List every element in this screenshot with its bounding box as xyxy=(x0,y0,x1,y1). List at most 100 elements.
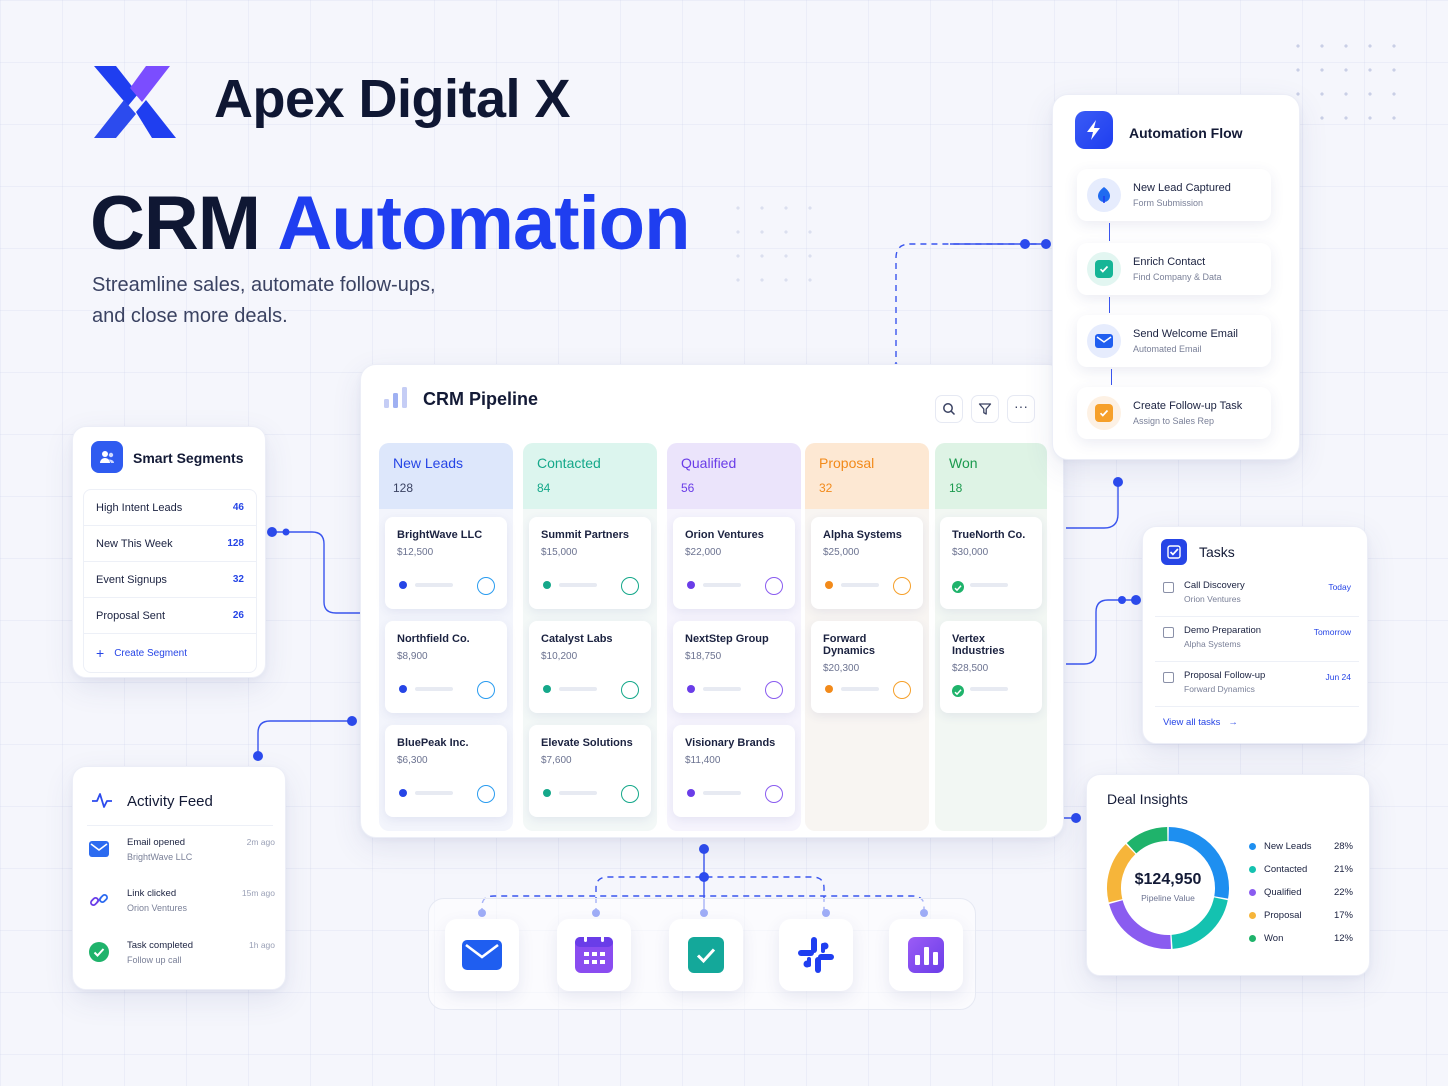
deal-card[interactable]: BluePeak Inc. $6,300 xyxy=(385,725,507,817)
filter-button[interactable] xyxy=(971,395,999,423)
legend-pct: 28% xyxy=(1333,841,1353,852)
deal-card[interactable]: Northfield Co. $8,900 xyxy=(385,621,507,713)
task-name: Proposal Follow-up xyxy=(1184,670,1266,681)
segment-item[interactable]: High Intent Leads 46 xyxy=(84,490,256,526)
task-item[interactable]: Demo Preparation Alpha Systems Tomorrow xyxy=(1155,618,1359,662)
activity-item[interactable]: Link clicked Orion Ventures 15m ago xyxy=(89,888,275,938)
flow-step-sub: Find Company & Data xyxy=(1133,272,1222,282)
view-all-tasks-label: View all tasks xyxy=(1163,717,1221,728)
column-name: Contacted xyxy=(537,455,601,471)
deal-card[interactable]: Elevate Solutions $7,600 xyxy=(529,725,651,817)
search-button[interactable] xyxy=(935,395,963,423)
check-circle-icon xyxy=(89,942,109,962)
column-count: 128 xyxy=(393,481,414,495)
deal-card[interactable]: Orion Ventures $22,000 xyxy=(673,517,795,609)
donut-slice-contacted xyxy=(1171,897,1228,949)
segment-count: 46 xyxy=(232,502,244,513)
segment-item[interactable]: Proposal Sent 26 xyxy=(84,598,256,634)
deal-card[interactable]: BrightWave LLC $12,500 xyxy=(385,517,507,609)
create-segment-button[interactable]: + Create Segment xyxy=(84,634,256,672)
deal-card[interactable]: NextStep Group $18,750 xyxy=(673,621,795,713)
task-item[interactable]: Call Discovery Orion Ventures Today xyxy=(1155,573,1359,617)
task-integration[interactable] xyxy=(669,919,743,991)
segment-list: High Intent Leads 46 New This Week 128 E… xyxy=(83,489,257,673)
deal-value: $6,300 xyxy=(397,755,428,766)
deal-card[interactable]: Visionary Brands $11,400 xyxy=(673,725,795,817)
status-ring xyxy=(765,577,783,595)
brand-name: Apex Digital X xyxy=(214,69,571,129)
calendar-integration[interactable] xyxy=(557,919,631,991)
flow-step[interactable]: Enrich Contact Find Company & Data xyxy=(1077,243,1271,295)
activity-sub: Follow up call xyxy=(127,955,182,965)
deal-name: Elevate Solutions xyxy=(541,737,633,749)
deal-card[interactable]: Forward Dynamics $20,300 xyxy=(811,621,923,713)
status-dot xyxy=(825,685,833,693)
legend-pct: 17% xyxy=(1333,910,1353,921)
segment-item[interactable]: Event Signups 32 xyxy=(84,562,256,598)
won-check-icon xyxy=(952,685,964,697)
activity-item[interactable]: Email opened BrightWave LLC 2m ago xyxy=(89,837,275,887)
plus-icon: + xyxy=(96,645,105,661)
column-header: Won 18 xyxy=(935,443,1047,509)
progress-bar xyxy=(559,791,597,795)
deal-value: $7,600 xyxy=(541,755,572,766)
calendar-icon xyxy=(575,934,613,973)
activity-title: Link clicked xyxy=(127,888,177,899)
status-ring xyxy=(765,785,783,803)
column-header: Contacted 84 xyxy=(523,443,657,509)
legend-label: Contacted xyxy=(1264,864,1308,875)
progress-bar xyxy=(703,583,741,587)
activity-time: 1h ago xyxy=(249,940,275,950)
hero-title-accent: Automation xyxy=(277,181,690,266)
deal-card[interactable]: Catalyst Labs $10,200 xyxy=(529,621,651,713)
column-name: Qualified xyxy=(681,455,737,471)
donut-center: $124,950 Pipeline Value xyxy=(1103,871,1233,903)
flow-step-sub: Automated Email xyxy=(1133,344,1202,354)
view-all-tasks-link[interactable]: View all tasks → xyxy=(1163,717,1238,728)
segment-label: High Intent Leads xyxy=(96,501,183,514)
email-integration[interactable] xyxy=(445,919,519,991)
task-sub: Orion Ventures xyxy=(1184,594,1241,604)
analytics-integration[interactable] xyxy=(889,919,963,991)
crm-pipeline-card: CRM Pipeline ··· New Leads 128 BrightWav… xyxy=(360,364,1064,838)
task-checkbox[interactable] xyxy=(1163,582,1174,593)
more-icon: ··· xyxy=(1014,398,1028,414)
deal-value: $20,300 xyxy=(823,663,860,674)
deal-card[interactable]: Summit Partners $15,000 xyxy=(529,517,651,609)
flow-step[interactable]: New Lead Captured Form Submission xyxy=(1077,169,1271,221)
deal-value: $8,900 xyxy=(397,651,428,662)
activity-sub: Orion Ventures xyxy=(127,903,188,913)
status-dot xyxy=(825,581,833,589)
task-item[interactable]: Proposal Follow-up Forward Dynamics Jun … xyxy=(1155,663,1359,707)
hero-subtitle-line1: Streamline sales, automate follow-ups, xyxy=(92,274,436,296)
deal-name: BluePeak Inc. xyxy=(397,737,469,749)
activity-time: 15m ago xyxy=(241,888,275,898)
deal-card[interactable]: Vertex Industries $28,500 xyxy=(940,621,1042,713)
task-checkbox[interactable] xyxy=(1163,627,1174,638)
deal-card[interactable]: TrueNorth Co. $30,000 xyxy=(940,517,1042,609)
progress-bar xyxy=(841,687,879,691)
deal-name: BrightWave LLC xyxy=(397,529,483,541)
pipeline-donut-chart xyxy=(1107,827,1229,949)
progress-bar xyxy=(841,583,879,587)
task-checkbox[interactable] xyxy=(1163,672,1174,683)
deal-name: Vertex Industries xyxy=(952,633,1005,657)
legend-dot xyxy=(1249,889,1256,896)
title-divider xyxy=(87,825,273,826)
slack-integration[interactable] xyxy=(779,919,853,991)
deal-value: $10,200 xyxy=(541,651,578,662)
progress-bar xyxy=(970,687,1008,691)
activity-item[interactable]: Task completed Follow up call 1h ago xyxy=(89,940,275,990)
flow-step[interactable]: Send Welcome Email Automated Email xyxy=(1077,315,1271,367)
deal-name: Catalyst Labs xyxy=(541,633,613,645)
task-name: Demo Preparation xyxy=(1184,625,1262,636)
hero-title: CRM Automation xyxy=(90,186,691,262)
column-count: 32 xyxy=(819,481,833,495)
legend-dot xyxy=(1249,935,1256,942)
segment-item[interactable]: New This Week 128 xyxy=(84,526,256,562)
pulse-icon xyxy=(91,789,113,816)
deal-card[interactable]: Alpha Systems $25,000 xyxy=(811,517,923,609)
status-dot xyxy=(543,685,551,693)
flow-step[interactable]: Create Follow-up Task Assign to Sales Re… xyxy=(1077,387,1271,439)
more-button[interactable]: ··· xyxy=(1007,395,1035,423)
